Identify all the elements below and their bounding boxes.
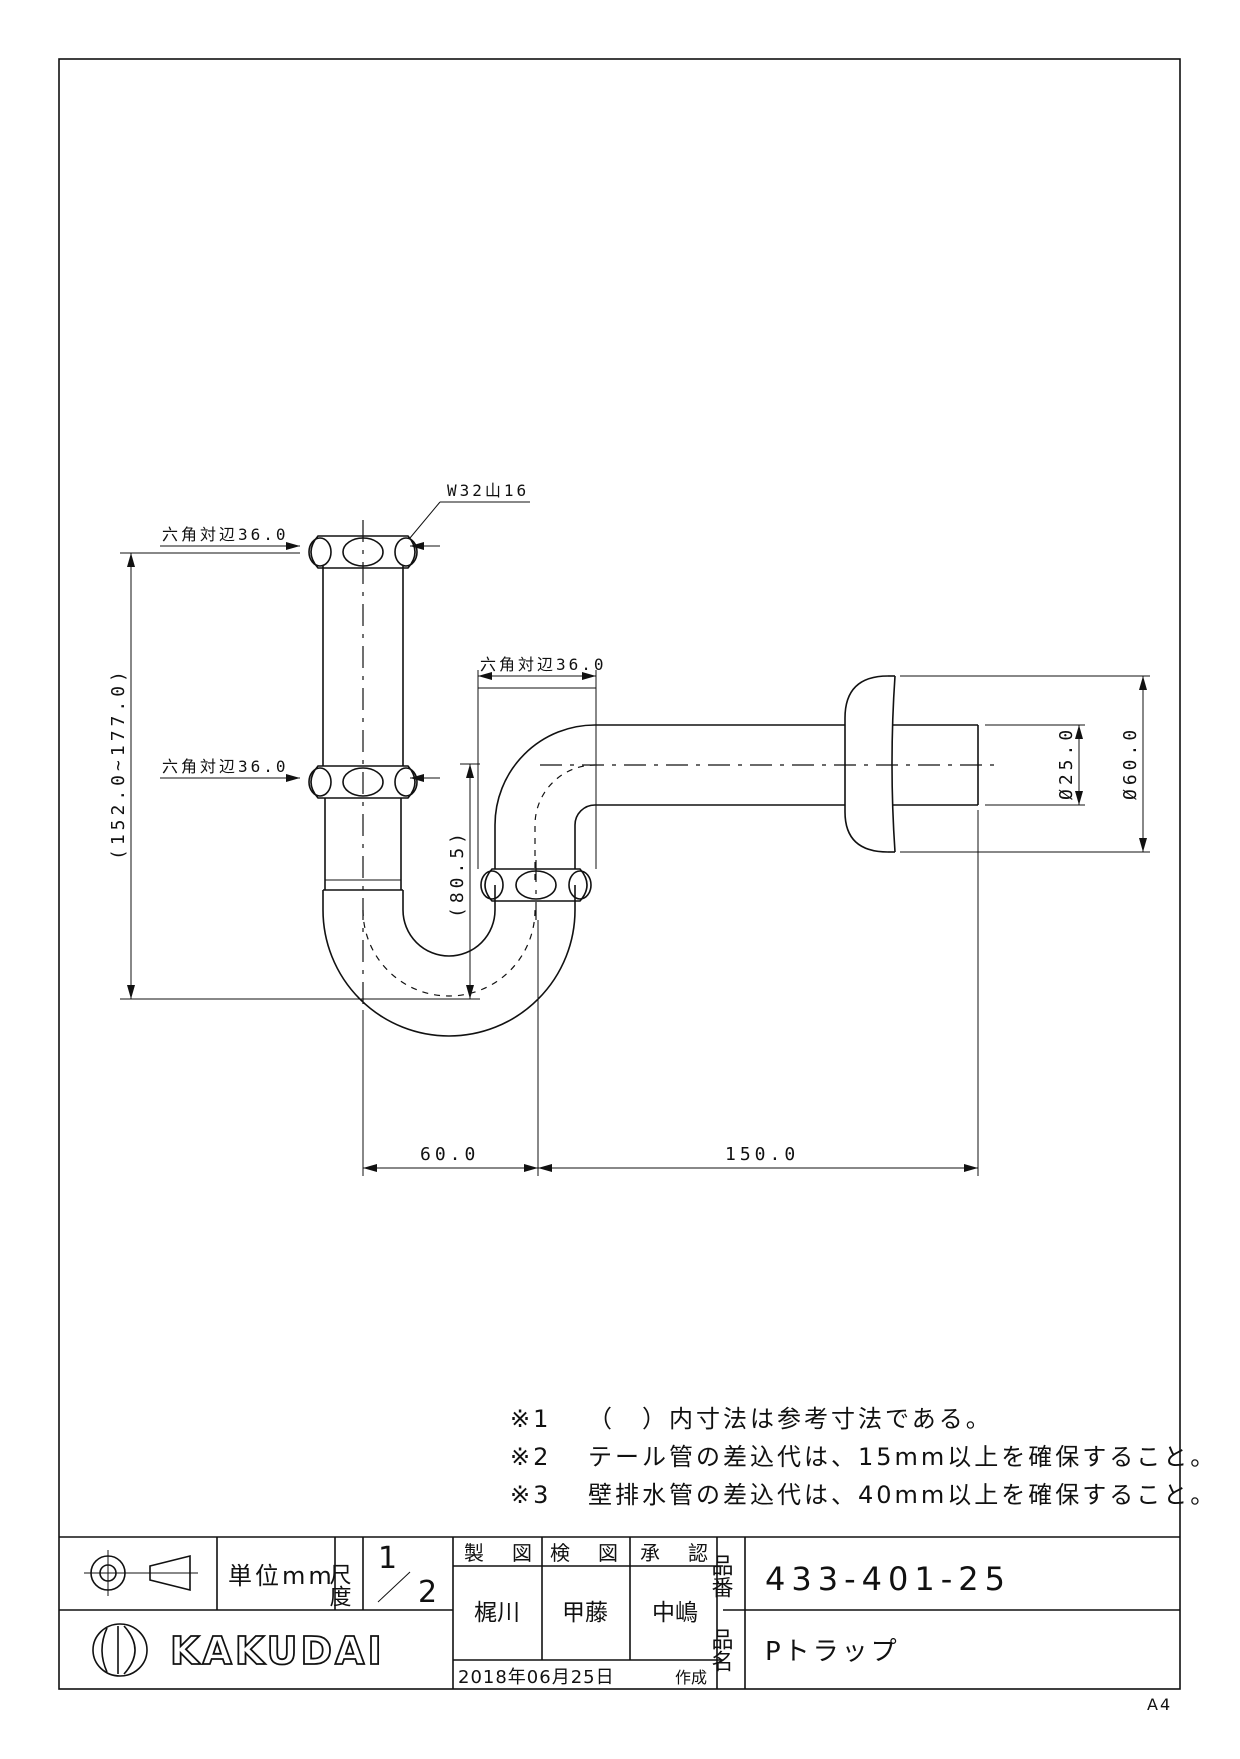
note-mark: ※3 xyxy=(510,1481,551,1509)
drawn-by: 梶川 xyxy=(474,1600,520,1626)
date: 2018年06月25日 xyxy=(458,1667,615,1688)
note-mark: ※2 xyxy=(510,1443,551,1471)
notes: ※1 （ ）内寸法は参考寸法である。 ※2 テール管の差込代は、15mm以上を確… xyxy=(510,1405,1217,1509)
total-height-label: (152.0~177.0) xyxy=(108,667,129,860)
note-text: テール管の差込代は、15mm以上を確保すること。 xyxy=(588,1443,1217,1471)
part-name: Pトラップ xyxy=(765,1637,900,1667)
scale-numerator: 1 xyxy=(378,1541,397,1576)
kakudai-logo-icon xyxy=(92,1623,148,1677)
hex-middle-label: 六角対辺36.0 xyxy=(162,757,289,776)
company-logo-text: KAKUDAI xyxy=(170,1629,385,1673)
note-mark: ※1 xyxy=(510,1405,551,1433)
approved-by: 中嶋 xyxy=(652,1600,698,1626)
note-text: （ ）内寸法は参考寸法である。 xyxy=(588,1405,993,1433)
scale-label: 尺度 xyxy=(326,1563,352,1607)
p-trap-part xyxy=(308,520,1000,1037)
thread-label: W32山16 xyxy=(447,481,529,500)
flange-diameter-label: Ø60.0 xyxy=(1120,726,1141,800)
part-number: 433-401-25 xyxy=(765,1560,1011,1598)
hex-right-label: 六角対辺36.0 xyxy=(480,655,607,674)
projection-symbol-icon xyxy=(84,1550,198,1596)
pipe-diameter-label: Ø25.0 xyxy=(1056,726,1077,800)
note-text: 壁排水管の差込代は、40mm以上を確保すること。 xyxy=(588,1481,1217,1509)
drawn-label: 製 図 xyxy=(464,1541,536,1565)
checked-label: 検 図 xyxy=(550,1541,622,1565)
hex-top-label: 六角対辺36.0 xyxy=(162,525,289,544)
dimension-lines xyxy=(120,501,1150,1176)
trap-depth-label: (80.5) xyxy=(447,829,468,918)
checked-by: 甲藤 xyxy=(562,1600,608,1626)
middle-hex-nut xyxy=(308,765,418,799)
sheet-border xyxy=(58,58,1181,1690)
scale-denominator: 2 xyxy=(418,1575,437,1610)
part-name-label: 品名 xyxy=(708,1628,733,1672)
created-label: 作成 xyxy=(675,1668,707,1687)
part-no-label: 品番 xyxy=(708,1554,734,1598)
horizontal-60-label: 60.0 xyxy=(420,1144,479,1165)
title-block: 単位mm 尺度 1 2 製 図 検 図 承 認 梶川 甲藤 中嶋 2018年06… xyxy=(59,1536,1180,1689)
approved-label: 承 認 xyxy=(640,1541,712,1565)
paper-size: A4 xyxy=(1147,1695,1172,1714)
unit-label: 単位mm xyxy=(228,1562,335,1590)
horizontal-150-label: 150.0 xyxy=(725,1144,799,1165)
